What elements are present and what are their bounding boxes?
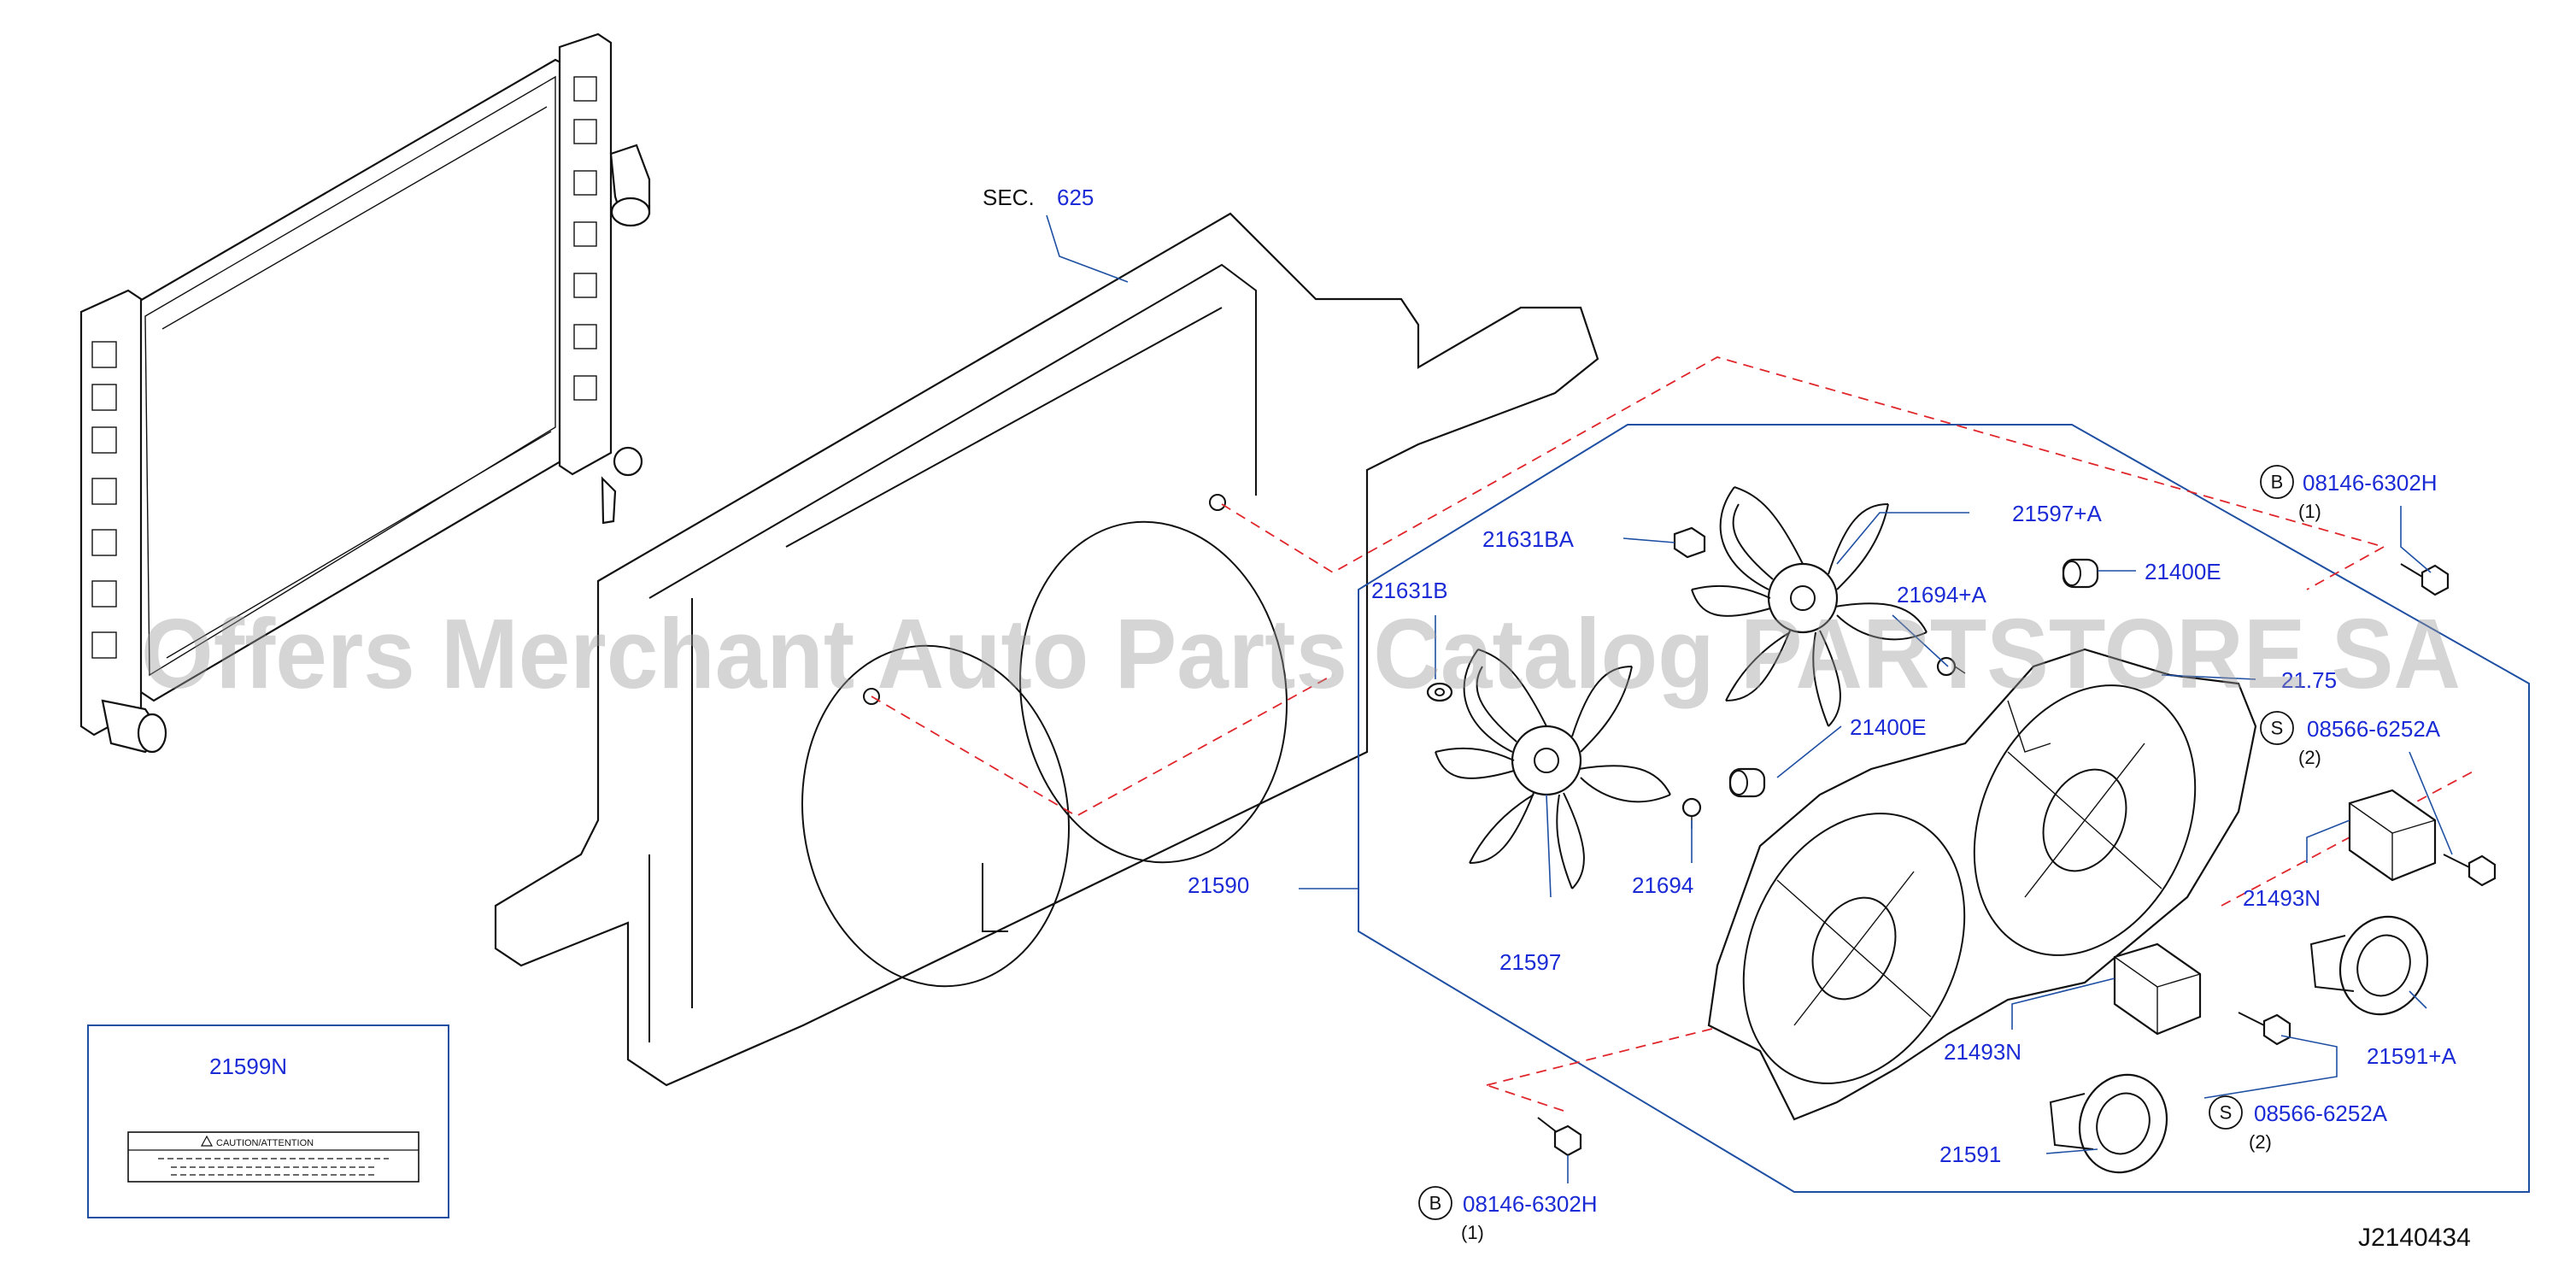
grommet-21400e-top[interactable] [2062,558,2099,589]
bolt-08146-6302h-bottom[interactable] [1537,1117,1582,1157]
core-support-frame[interactable] [494,212,1599,1087]
callout-21631ba[interactable]: 21631BA [1482,526,1575,552]
resistor-21493n-right[interactable] [2348,789,2437,882]
callout-21599n[interactable]: 21599N [209,1054,287,1079]
resistor-21493n-low[interactable] [2113,942,2202,1036]
callout-21597-a[interactable]: 21597+A [2012,501,2102,526]
callout-21597[interactable]: 21597 [1499,949,1561,975]
quantity: (2) [2249,1131,2272,1153]
diagram-code: J2140434 [2358,1224,2471,1252]
callout-21631b[interactable]: 21631B [1371,578,1448,603]
callout-21590[interactable]: 21590 [1188,872,1249,898]
callout-21694[interactable]: 21694 [1632,872,1693,898]
section-prefix: SEC. [983,185,1035,210]
assembly-outline [1358,424,2530,1193]
callout-screw-low[interactable]: S 08566-6252A (2) [2209,1095,2388,1153]
nut-21631ba[interactable] [1673,526,1706,559]
grommet-21400e-mid[interactable] [1728,767,1766,798]
radiator[interactable] [79,32,651,754]
inset-frame [87,1024,449,1218]
callout-screw-right[interactable]: S 08566-6252A (2) [2260,711,2441,768]
leader-lines [221,214,2453,1183]
quantity: (2) [2298,747,2321,768]
callout-21493n-low[interactable]: 21493N [1944,1039,2021,1065]
fan-shroud[interactable] [1702,648,2257,1121]
badge-letter: B [1429,1193,1442,1214]
callout-21591-a[interactable]: 21591+A [2367,1043,2456,1069]
clip-21694-a[interactable] [1936,656,1966,677]
callout-bolt-bottom[interactable]: B 08146-6302H (1) [1418,1186,1598,1243]
inset-caution-label[interactable]: 21599N CAUTION/ATTENTION [87,1024,449,1218]
badge-letter: B [2271,472,2284,493]
badge-s [2260,711,2294,745]
section-reference[interactable]: SEC. 625 [983,185,1094,210]
fan-21597-a[interactable] [1691,486,1928,727]
callout-21400e-mid[interactable]: 21400E [1850,714,1927,740]
callout-2175-partial[interactable]: 21.75 [2281,667,2337,693]
badge-s [2209,1095,2243,1130]
fan-21597[interactable] [1435,649,1671,889]
callout-bolt-top[interactable]: B 08146-6302H (1) [2260,465,2438,522]
quantity: (1) [1461,1222,1484,1243]
part-number[interactable]: 08146-6302H [2303,470,2438,496]
part-number[interactable]: 08566-6252A [2307,716,2441,742]
badge-b [1418,1186,1452,1220]
badge-letter: S [2271,718,2284,739]
caution-label-plate [127,1131,420,1183]
watermark-text: Offers Merchant Auto Parts Catalog PARTS… [141,598,2461,709]
part-number[interactable]: 08146-6302H [1463,1191,1598,1217]
badge-letter: S [2220,1102,2233,1124]
part-number[interactable]: 08566-6252A [2254,1101,2388,1126]
callout-21400e-top[interactable]: 21400E [2145,559,2221,584]
callout-21493n-right[interactable]: 21493N [2243,885,2321,911]
washer-21631b[interactable] [1426,682,1453,702]
bolt-08146-6302h-top[interactable] [2400,563,2450,596]
badge-b [2260,465,2294,499]
motor-21591-a[interactable] [2309,904,2441,1026]
section-number[interactable]: 625 [1057,185,1094,210]
callout-21694-a[interactable]: 21694+A [1897,582,1986,608]
callout-21591[interactable]: 21591 [1939,1142,2001,1167]
screw-08566-6252a-low[interactable] [2238,1012,2291,1046]
warning-triangle-icon [200,1135,214,1147]
screw-08566-6252a-right[interactable] [2443,854,2497,887]
motor-21591[interactable] [2049,1062,2180,1184]
caution-label-title: CAUTION/ATTENTION [216,1138,314,1148]
quantity: (1) [2298,501,2321,522]
